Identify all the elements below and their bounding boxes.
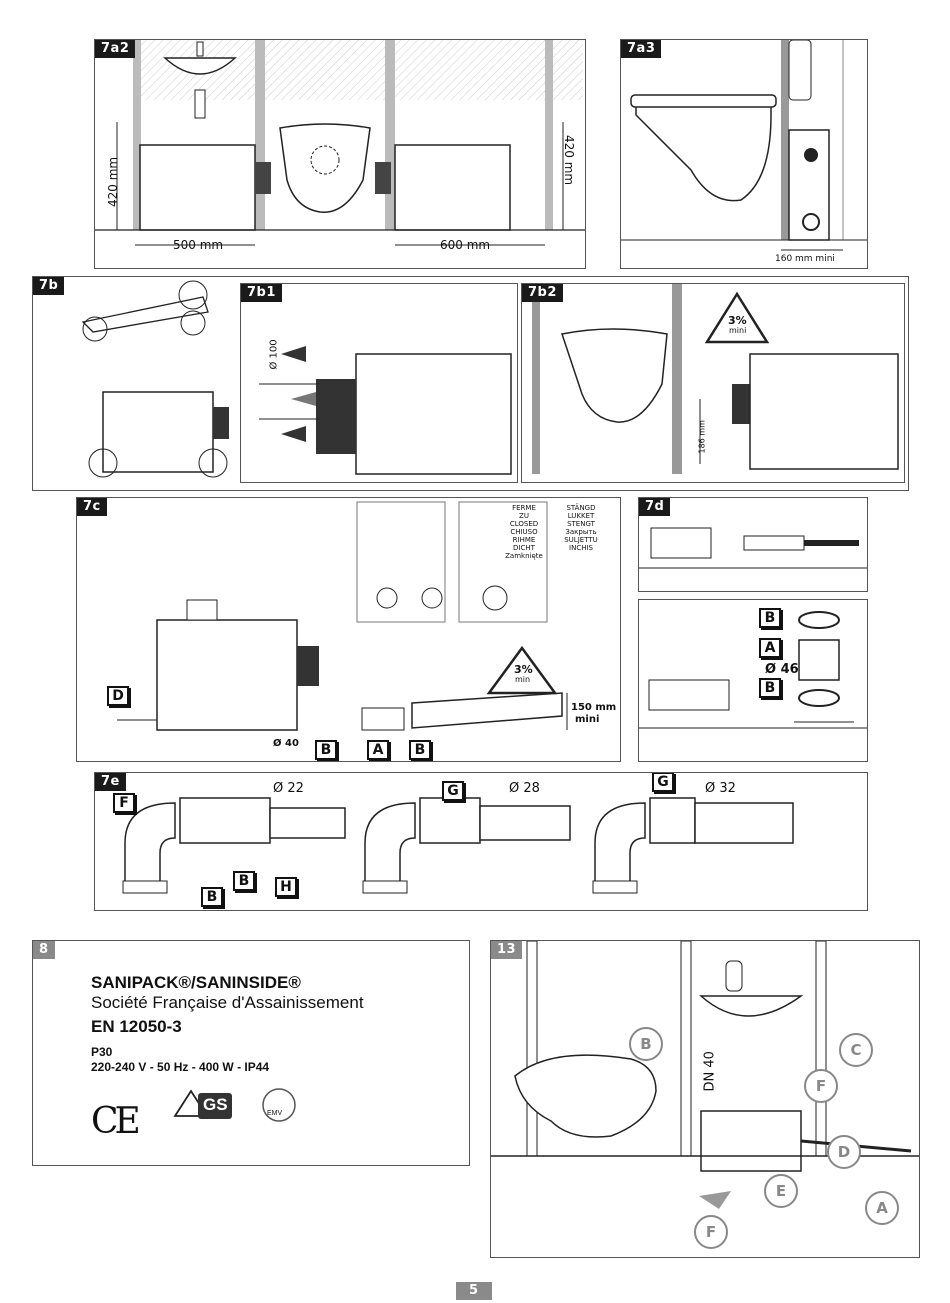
label-g1: G [442,781,464,801]
rise-sub: mini [575,714,600,725]
label-f-lower: F [694,1215,728,1249]
panel-7e: 7e F Ø 22 B H B G Ø 28 G Ø 32 [94,772,868,911]
panel-tag: 7a3 [621,40,662,58]
ce-mark: CE [91,1101,141,1142]
panel-7b1: 7b1 Ø 100 [240,283,518,483]
label-b: B [629,1027,663,1061]
model: P30 [91,1045,113,1059]
panel-7a2: 7a2 420 mm 420 mm 500 mm 600 mm [94,39,586,269]
bracket-diagram-7b [81,280,229,478]
discharge-diagram-7c [117,501,568,731]
page-number-text: 5 [469,1283,479,1298]
adapter-diagram-7d [639,611,867,729]
pipe-diameter-32: Ø 32 [705,781,736,796]
panel-tag: 7d [639,498,671,516]
panel-tag: 13 [491,941,523,959]
panel-13: 13 DN 40 B C F D E A F [490,940,920,1258]
panel-tag: 7b1 [241,284,282,302]
wc-connection-diagram-7b2 [532,284,899,474]
label-b-lower: B [201,887,223,907]
label-a: A [367,740,389,760]
label-b2: B [759,678,781,698]
pipe-diameter-28: Ø 28 [509,781,540,796]
panel-7d-top: 7d [638,497,868,592]
panel-7c: 7c 3% min 150 mm mini Ø 40 D B A B FERME… [76,497,621,762]
label-d: D [107,686,129,706]
slope-value: 3% [728,314,747,327]
panel-tag: 7b2 [522,284,563,302]
installation-diagram-7a2 [95,40,585,246]
dim-min-width: 160 mm mini [775,254,835,264]
installation-diagram-7a3 [621,40,867,251]
inlet-diameter: Ø 100 [268,339,280,370]
label-b-upper: B [233,871,255,891]
slope-sub: mini [729,326,747,335]
installation-overview-13 [491,941,919,1209]
label-a: A [865,1191,899,1225]
panel-tag: 7e [95,773,126,791]
pipe-dn-label: DN 40 [702,1051,718,1092]
panel-tag: 8 [33,941,55,959]
emv-text: EMV [267,1110,283,1117]
outlet-diameter: Ø 40 [273,738,299,749]
label-d: D [827,1135,861,1169]
panel-7a3: 7a3 160 mm mini [620,39,868,269]
fitting-diagram-7e [122,797,794,894]
company-name: Société Française d'Assainissement [91,993,364,1012]
label-g2: G [652,773,674,792]
gs-text: GS [203,1095,228,1114]
label-b1: B [759,608,781,628]
label-f: F [113,793,135,813]
slope-value: 3% [514,663,533,676]
dim-left-height: 420 mm [106,156,120,207]
rise-value: 150 mm [571,702,617,713]
dim-right-width: 600 mm [440,238,491,252]
panel-7d-bottom: B A Ø 46 B [638,599,868,762]
dim-height: 186 mm [697,420,707,454]
panel-7b2: 7b2 3% mini 186 mm [521,283,905,483]
electrical-specs: 220-240 V - 50 Hz - 400 W - IP44 [91,1060,270,1074]
label-b1: B [315,740,337,760]
panel-tag: 7a2 [95,40,136,58]
label-c: C [839,1033,873,1067]
panel-tag: 7c [77,498,107,516]
label-b2: B [409,740,431,760]
cut-inlet-diagram-7b1 [259,346,512,475]
dim-right-height: 420 mm [562,135,576,186]
label-e: E [764,1174,798,1208]
adapter-diameter: Ø 46 [765,662,799,677]
norm: EN 12050-3 [91,1017,182,1036]
label-a: A [759,638,781,658]
cut-pipe-diagram-7d [639,527,867,569]
label-f-upper: F [804,1069,838,1103]
panel-8-nameplate: 8 SANIPACK®/SANINSIDE® Société Française… [32,940,470,1166]
slope-sub: min [515,675,531,684]
page-number [456,1282,492,1300]
dim-left-width: 500 mm [173,238,224,252]
panel-tag: 7b [33,277,65,295]
pipe-diameter-22: Ø 22 [273,781,304,796]
label-h: H [275,877,297,897]
brand-name: SANIPACK®/SANINSIDE® [91,973,301,992]
